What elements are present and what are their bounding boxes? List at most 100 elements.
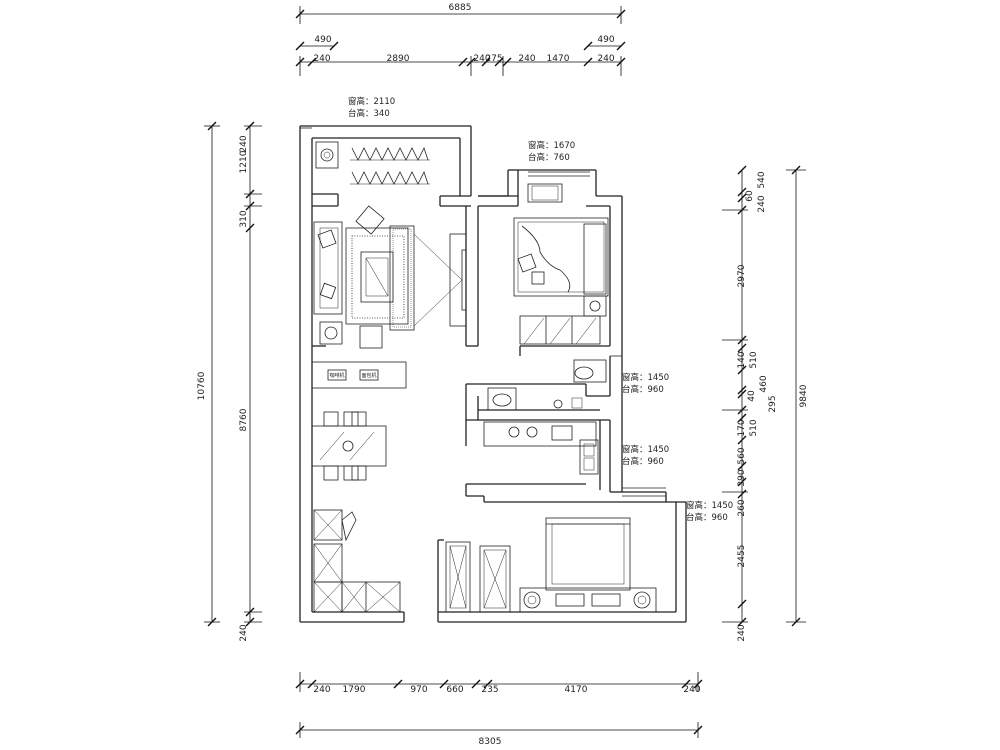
top-dimension-row1: 490 490 — [295, 35, 626, 51]
dim-right-170: 170 — [737, 419, 747, 436]
living-room — [313, 205, 467, 349]
balcony — [315, 141, 430, 185]
sofa — [313, 221, 343, 315]
svg-text:窗高：1450: 窗高：1450 — [622, 444, 669, 455]
dim-left-total: 10760 — [197, 371, 207, 400]
dim-right-140: 140 — [737, 351, 747, 368]
armchair-top — [355, 205, 385, 235]
kitchen-counter — [483, 421, 597, 447]
dim-right-295: 295 — [768, 395, 778, 412]
svg-text:窗高：1670: 窗高：1670 — [528, 140, 575, 151]
dim-left-240a: 240 — [239, 135, 249, 152]
tv-cabinet — [449, 233, 467, 327]
bread-machine-label: 面包机 — [361, 372, 376, 379]
dim-left-1210: 1210 — [239, 150, 249, 173]
dim-bottom-total: 8305 — [479, 737, 502, 747]
right-dimension-total: 9840 — [786, 165, 809, 627]
svg-text:台高：960: 台高：960 — [622, 456, 664, 467]
kitchen-sink — [579, 439, 599, 475]
window-note-bathroom: 窗高：1450 台高：960 — [622, 372, 669, 395]
svg-text:窗高：1450: 窗高：1450 — [622, 372, 669, 383]
dim-right-460: 460 — [759, 375, 769, 392]
dim-top-row2-1: 240 — [313, 54, 330, 64]
dim-right-560: 560 — [737, 447, 747, 464]
dim-right-240b: 240 — [737, 624, 747, 641]
dim-right-510b: 510 — [749, 419, 759, 436]
dining-table — [311, 425, 387, 467]
dim-top-row2-3: 240 — [473, 54, 490, 64]
dim-right-40: 40 — [747, 390, 757, 402]
dim-right-total: 9840 — [799, 384, 809, 407]
kitchen — [483, 421, 599, 475]
dim-top-row2-5: 240 — [518, 54, 535, 64]
dim-bottom-5: 235 — [481, 685, 498, 695]
window-note-master-bedroom: 窗高：1450 台高：960 — [686, 500, 733, 523]
armchair-bottom — [359, 325, 383, 349]
drying-rack — [350, 146, 430, 185]
stove-burner — [526, 426, 538, 438]
window-note-bedroom: 窗高：1670 台高：760 — [528, 140, 575, 163]
bottom-dimension-total: 8305 — [295, 722, 703, 747]
cabinet — [479, 545, 511, 613]
dim-bottom-2: 1790 — [343, 685, 366, 695]
lamp — [633, 591, 651, 609]
dim-top-total: 6885 — [449, 3, 472, 13]
chair — [323, 411, 339, 427]
master-bedroom — [445, 517, 657, 613]
dim-bottom-1: 240 — [313, 685, 330, 695]
windows — [300, 127, 666, 497]
dim-left-8760: 8760 — [239, 408, 249, 431]
bed-headboard — [519, 587, 657, 613]
svg-text:窗高：1450: 窗高：1450 — [686, 500, 733, 511]
dim-top-row2-2: 2890 — [387, 54, 410, 64]
dim-right-540: 540 — [757, 171, 767, 188]
window-note-balcony: 窗高：2110 台高：340 — [348, 96, 395, 119]
coffee-machine — [327, 369, 347, 381]
counter — [311, 361, 407, 389]
pillow — [591, 593, 621, 607]
master-bed — [545, 517, 631, 591]
svg-text:台高：960: 台高：960 — [686, 512, 728, 523]
dim-bottom-6: 4170 — [565, 685, 588, 695]
dim-right-260: 260 — [737, 499, 747, 516]
dim-top-row1-right: 490 — [597, 35, 614, 45]
stove-burner — [508, 426, 520, 438]
window-note-kitchen: 窗高：1450 台高：960 — [622, 444, 669, 467]
dim-bottom-3: 970 — [410, 685, 427, 695]
left-dimension-parts: 1210 240 310 8760 240 — [239, 121, 262, 642]
svg-text:窗高：2110: 窗高：2110 — [348, 96, 395, 107]
dim-top-row2-6: 1470 — [547, 54, 570, 64]
dim-bottom-7: 240 — [683, 685, 700, 695]
chair — [323, 465, 339, 481]
dim-right-240a: 240 — [757, 195, 767, 212]
dim-top-row1-left: 490 — [314, 35, 331, 45]
dim-left-310: 310 — [239, 210, 249, 227]
svg-text:台高：340: 台高：340 — [348, 108, 390, 119]
toilet — [573, 359, 607, 383]
dining-area: 咖啡机 面包机 — [311, 361, 407, 481]
dim-right-60: 60 — [745, 190, 755, 202]
dim-bottom-4: 660 — [446, 685, 463, 695]
entrance-cabinets — [313, 509, 401, 613]
left-dimension-total: 10760 — [197, 121, 220, 627]
dim-top-row2-7: 240 — [597, 54, 614, 64]
dim-top-row2-4: 275 — [485, 54, 502, 64]
chair — [343, 465, 359, 481]
floor-drain — [553, 399, 563, 409]
dim-right-2455: 2455 — [737, 545, 747, 568]
dim-right-510a: 510 — [749, 351, 759, 368]
bathroom — [487, 359, 607, 411]
wardrobe — [445, 541, 471, 613]
sink — [487, 387, 517, 411]
pillow — [527, 183, 563, 203]
rug — [345, 227, 409, 325]
bedroom-1 — [513, 183, 609, 345]
chair — [351, 411, 367, 427]
nightstand — [583, 295, 607, 317]
right-dimension-parts: 540 60 240 2970 140 510 460 40 295 170 5… — [722, 165, 778, 642]
coffee-machine-label: 咖啡机 — [329, 372, 344, 379]
bread-machine — [359, 369, 379, 381]
bed — [513, 217, 609, 297]
top-dimension-row2: 240 2890 240 275 240 1470 240 — [295, 54, 626, 76]
